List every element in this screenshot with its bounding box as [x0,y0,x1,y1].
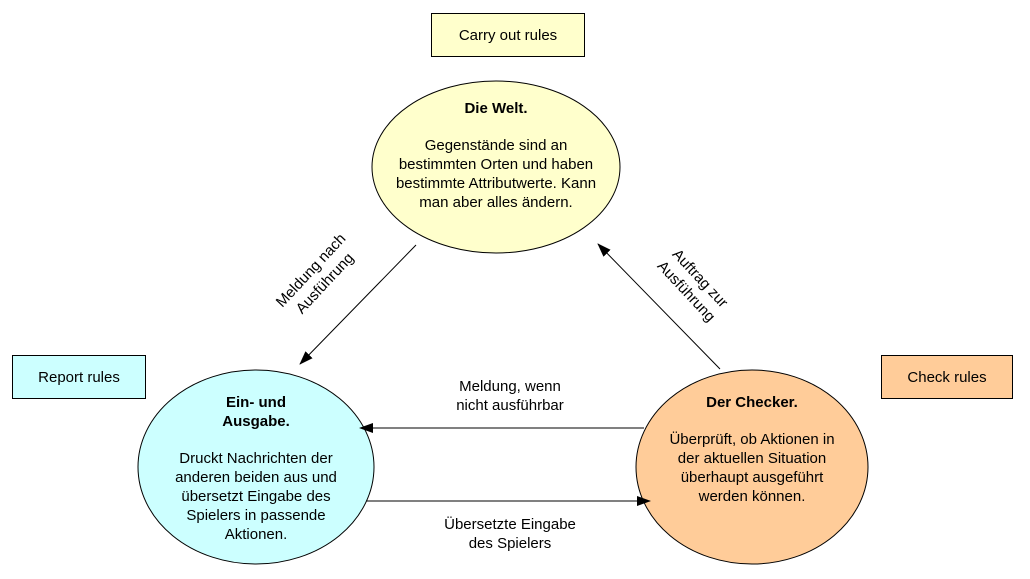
edge-label-checker-to-io-line2: nicht ausführbar [456,397,564,414]
check-rules-box: Check rules [881,355,1013,399]
io-title: Ein- und Ausgabe. [222,394,290,430]
world-node-text: Die Welt. Gegenstände sind an bestimmten… [380,99,612,212]
edge-label-io-to-checker-line2: des Spielers [468,535,552,552]
edge-label-io-to-checker: Übersetzte Eingabe des Spielers [420,515,600,553]
checker-node [635,369,869,565]
edge-label-io-to-checker-line1: Übersetzte Eingabe [444,516,576,533]
edge-world-to-io [299,244,417,365]
checker-title: Der Checker. [706,394,798,411]
carry-out-rules-label: Carry out rules [458,26,558,44]
checker-node-text: Der Checker. Überprüft, ob Aktionen in d… [652,393,852,506]
world-node [371,80,621,254]
edge-label-checker-to-io-line1: Meldung, wenn [459,378,561,395]
edge-checker-to-world [597,243,721,370]
world-body: Gegenstände sind an bestimmten Orten und… [395,137,597,211]
io-node-text: Ein- und Ausgabe. Druckt Nachrichten der… [166,393,346,544]
carry-out-rules-box: Carry out rules [431,13,585,57]
checker-body: Überprüft, ob Aktionen in der aktuellen … [669,431,835,505]
edge-label-checker-to-io: Meldung, wenn nicht ausführbar [430,377,590,415]
io-node [137,369,375,565]
report-rules-box: Report rules [12,355,146,399]
check-rules-label: Check rules [907,368,987,386]
report-rules-label: Report rules [38,368,120,386]
world-title: Die Welt. [464,100,528,117]
io-body: Druckt Nachrichten der anderen beiden au… [175,450,337,543]
